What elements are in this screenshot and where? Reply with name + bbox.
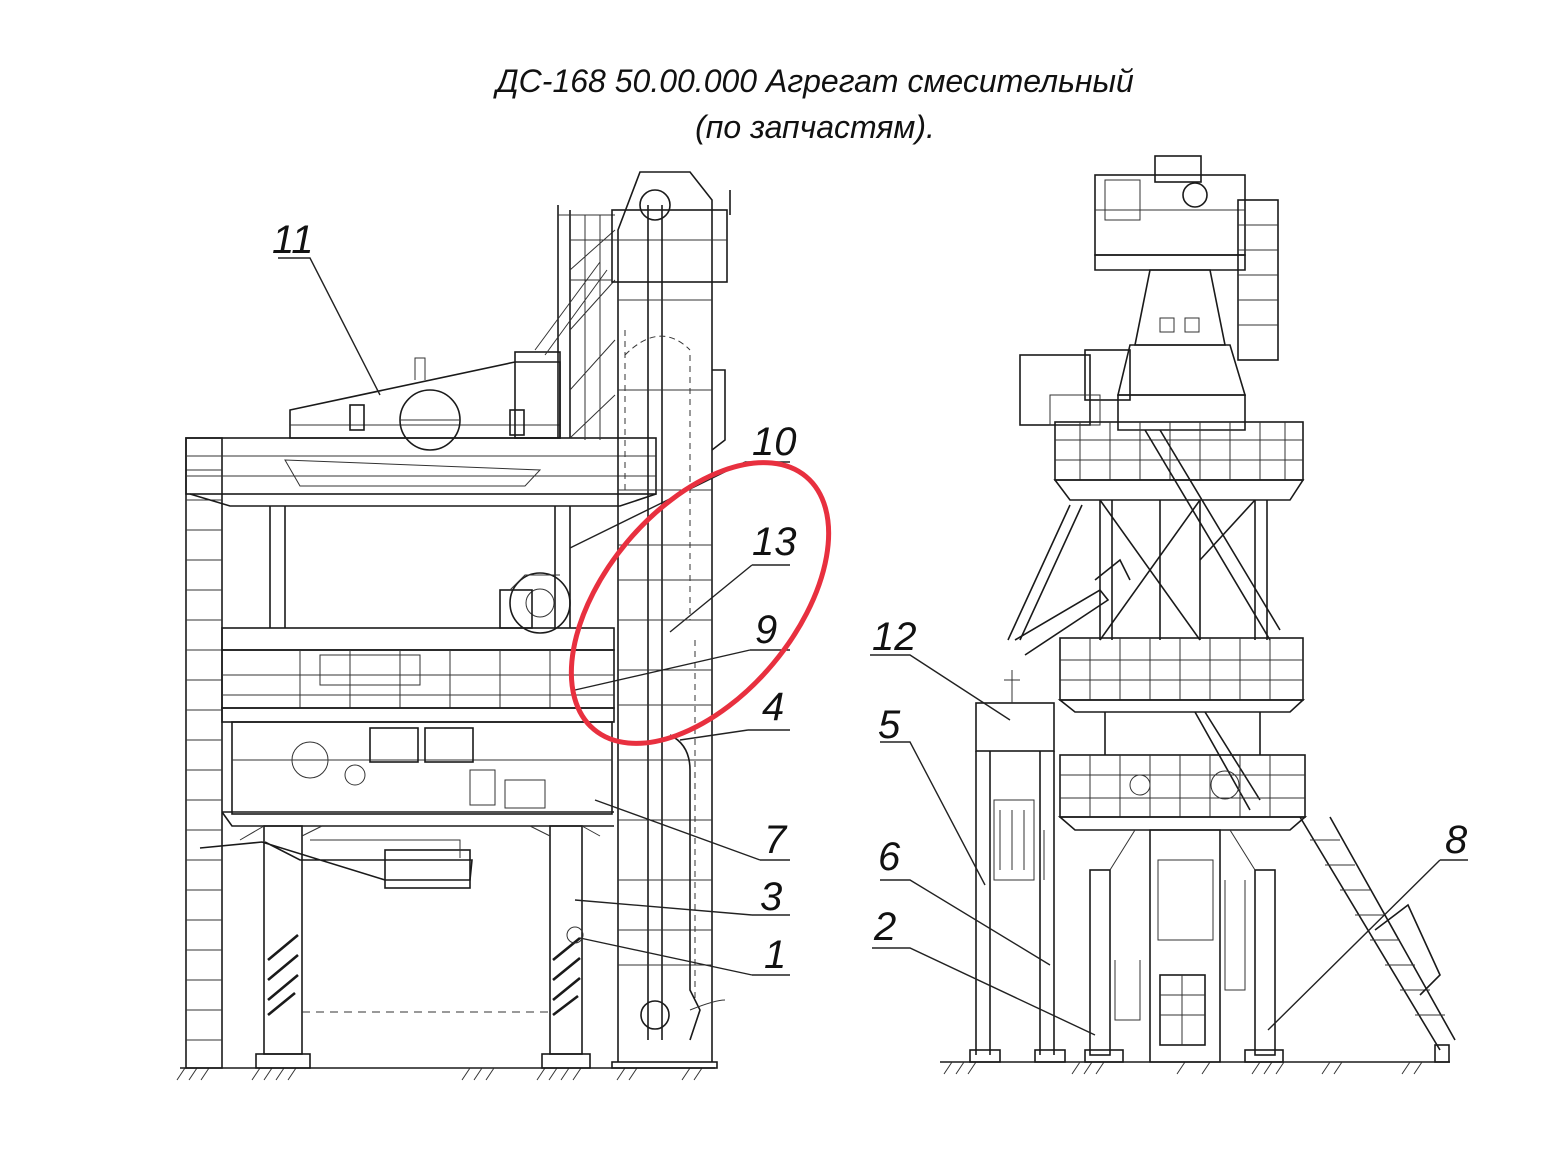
drawing-title: ДС-168 50.00.000 Агрегат смесительный (п…: [0, 58, 1554, 150]
label-10: 10: [752, 420, 797, 464]
title-line-1: ДС-168 50.00.000 Агрегат смесительный: [496, 63, 1134, 99]
label-13: 13: [752, 520, 797, 564]
label-1: 1: [764, 933, 786, 977]
part-labels: 11 10 13 9 4 7 3 1 12 5 6 2 8: [272, 218, 1468, 977]
label-7: 7: [764, 818, 788, 862]
label-6: 6: [878, 835, 901, 879]
label-2: 2: [873, 905, 896, 949]
label-4: 4: [762, 685, 784, 729]
label-8: 8: [1445, 818, 1468, 862]
highlight-ellipse: [568, 460, 832, 746]
label-12: 12: [872, 615, 917, 659]
title-line-2: (по запчастям).: [695, 109, 935, 145]
label-5: 5: [878, 703, 901, 747]
leader-lines: [278, 257, 1468, 1036]
side-view: [176, 171, 731, 1081]
label-3: 3: [760, 875, 782, 919]
label-9: 9: [755, 608, 777, 652]
front-view: [940, 155, 1456, 1075]
label-11: 11: [272, 218, 314, 262]
